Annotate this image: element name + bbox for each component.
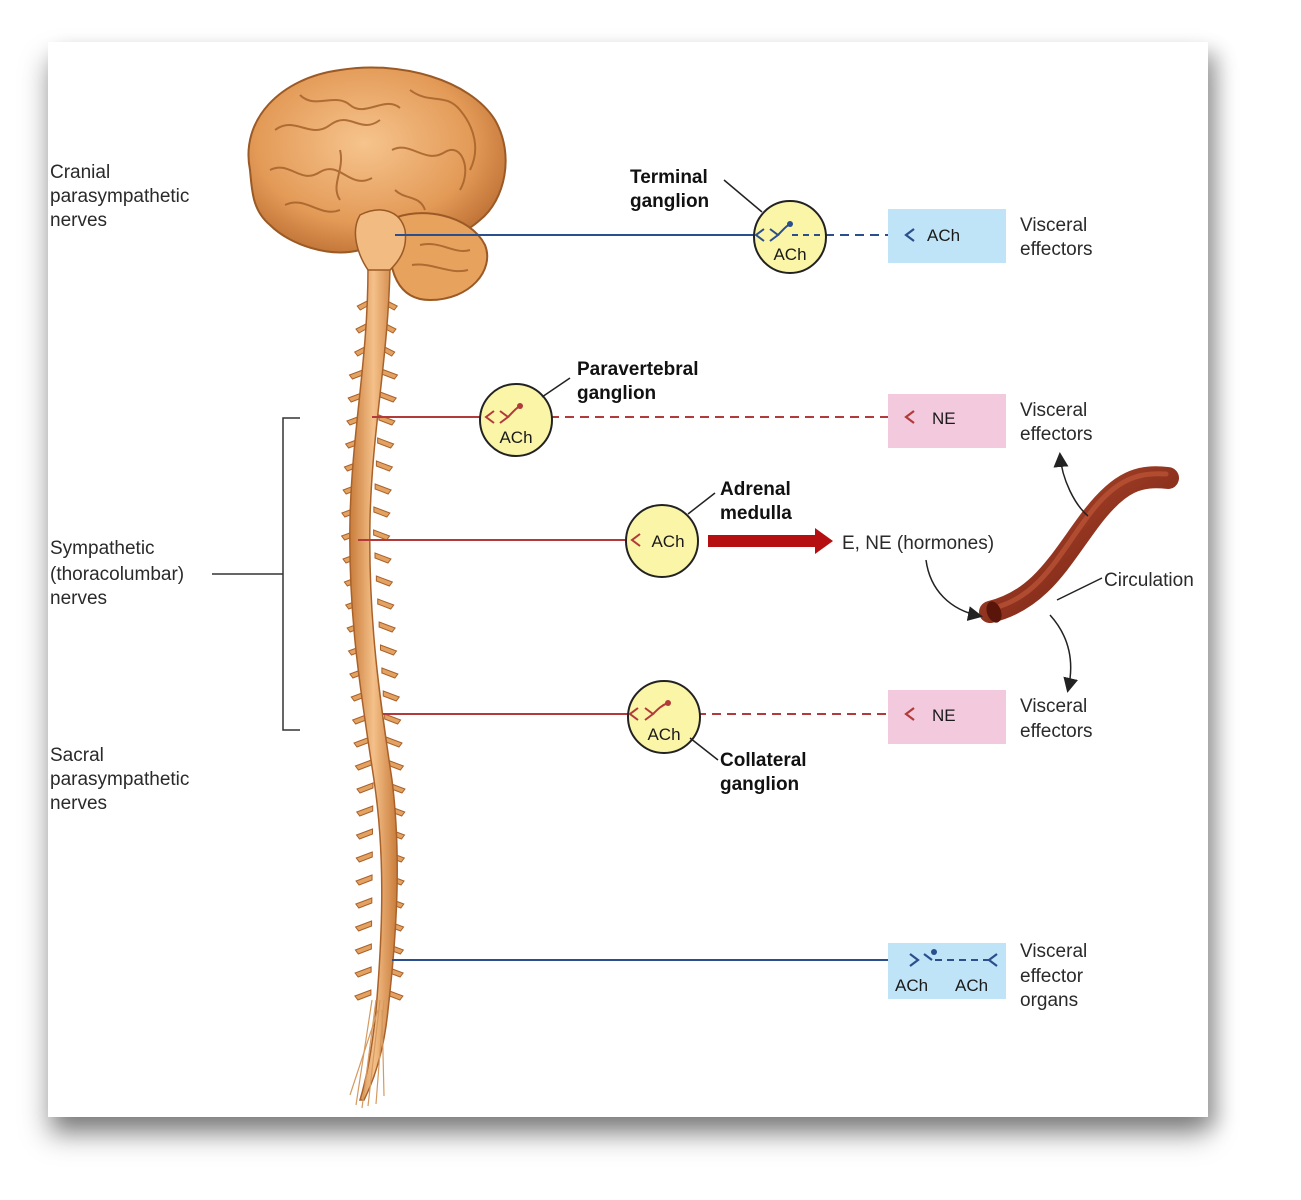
nerve-root-right	[375, 460, 394, 472]
collateral-ganglion-label: Collateral ganglion	[720, 750, 812, 795]
visceral-effectors-label-3: Visceral effectors	[1020, 696, 1093, 742]
terminal-ganglion-label: Terminal ganglion	[630, 167, 713, 212]
nerve-root-right	[385, 736, 403, 748]
sacral-effector-ach-left: ACh	[895, 976, 928, 995]
collateral-effector-ne: NE	[932, 706, 956, 725]
nerve-root-right	[373, 506, 391, 518]
nerve-root-left	[355, 874, 373, 886]
nerve-root-right	[382, 690, 401, 702]
nerve-root-right	[384, 713, 402, 725]
cauda-equina	[349, 999, 385, 1109]
paravertebral-effector-ne: NE	[932, 409, 956, 428]
circulation-label: Circulation	[1104, 570, 1194, 591]
terminal-ganglion-ach: ACh	[773, 245, 806, 264]
diagram-card	[48, 42, 1208, 1117]
sacral-effector-ach-right: ACh	[955, 976, 988, 995]
adrenal-medulla	[625, 504, 699, 578]
nerve-root-left	[355, 897, 373, 909]
nerve-root-left	[354, 759, 372, 771]
nerve-root-right	[380, 644, 398, 656]
sympathetic-nerves-label: Sympathetic (thoracolumbar) nerves	[50, 538, 189, 609]
paravertebral-ganglion-ach: ACh	[499, 428, 532, 447]
paravertebral-ganglion	[479, 383, 553, 457]
nerve-root-right	[381, 667, 399, 679]
visceral-effectors-label-1: Visceral effectors	[1020, 215, 1093, 260]
nerve-root-right	[380, 368, 399, 380]
collateral-effector-box	[888, 690, 1006, 744]
visceral-effector-organs-label: Visceral effector organs	[1020, 941, 1093, 1011]
visceral-effectors-label-2: Visceral effectors	[1020, 400, 1093, 445]
nerve-root-left	[355, 828, 374, 840]
adrenal-pathway	[358, 528, 833, 554]
nerve-root-left	[355, 805, 374, 817]
nerve-root-left	[355, 851, 373, 863]
nerve-root-right	[379, 391, 397, 403]
paravertebral-ganglion-label: Paravertebral ganglion	[577, 359, 704, 404]
nerve-root-left	[356, 782, 374, 794]
cerebrum	[247, 66, 507, 258]
cranial-effector-ach: ACh	[927, 226, 960, 245]
adrenal-medulla-label: Adrenal medulla	[720, 479, 796, 524]
blood-vessel	[979, 466, 1179, 623]
spinal-cord	[349, 267, 398, 1101]
sacral-effector-box	[888, 943, 1006, 999]
sympathetic-bracket	[212, 417, 300, 731]
collateral-ganglion	[627, 680, 701, 754]
nerve-root-left	[354, 966, 372, 978]
nerve-root-right	[377, 437, 395, 449]
sacral-nerves-label: Sacral parasympathetic nerves	[50, 745, 195, 814]
nerve-root-right	[374, 552, 392, 564]
circulation-arrows	[925, 452, 1089, 693]
leader-lines	[541, 179, 1103, 761]
adrenal-medulla-ach: ACh	[651, 532, 684, 551]
terminal-ganglion	[753, 200, 827, 274]
nerve-root-right	[375, 575, 394, 587]
cranial-nerves-label: Cranial parasympathetic nerves	[50, 162, 195, 231]
nerve-root-left	[354, 989, 372, 1001]
nerve-root-left	[354, 920, 373, 932]
nerve-root-right	[377, 598, 395, 610]
brain	[247, 66, 507, 302]
receptor-marks	[904, 228, 998, 967]
nerve-root-right	[378, 621, 396, 633]
hormones-label: E, NE (hormones)	[842, 533, 994, 554]
brain-gyri	[269, 89, 477, 273]
brainstem	[354, 209, 407, 271]
nerve-root-right	[373, 529, 391, 541]
collateral-ganglion-ach: ACh	[647, 725, 680, 744]
nerve-root-left	[354, 943, 372, 955]
nerve-root-right	[374, 483, 392, 495]
hormone-release-arrow	[708, 528, 833, 554]
paravertebral-effector-box	[888, 394, 1006, 448]
